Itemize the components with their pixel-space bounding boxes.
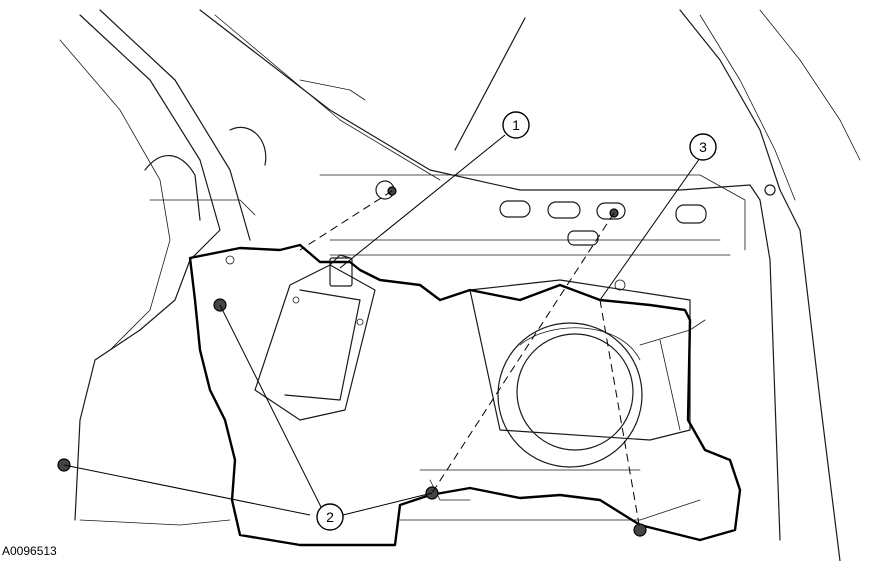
- fastener-push-pin: [633, 523, 647, 537]
- fasteners: [57, 186, 647, 537]
- callout-label: 2: [326, 509, 334, 525]
- figure-id-label: A0096513: [2, 544, 57, 558]
- callout-label: 3: [699, 139, 707, 155]
- speaker-enclosure: [469, 279, 706, 468]
- callout-3: 3: [689, 133, 717, 161]
- callout-label: 1: [512, 117, 520, 133]
- vehicle-body-structure: [59, 9, 861, 561]
- trim-panel-outline: [188, 243, 742, 547]
- control-module: [254, 254, 376, 421]
- leader-lines: [63, 134, 701, 531]
- callout-1: 1: [502, 111, 530, 139]
- callout-2: 2: [316, 503, 344, 531]
